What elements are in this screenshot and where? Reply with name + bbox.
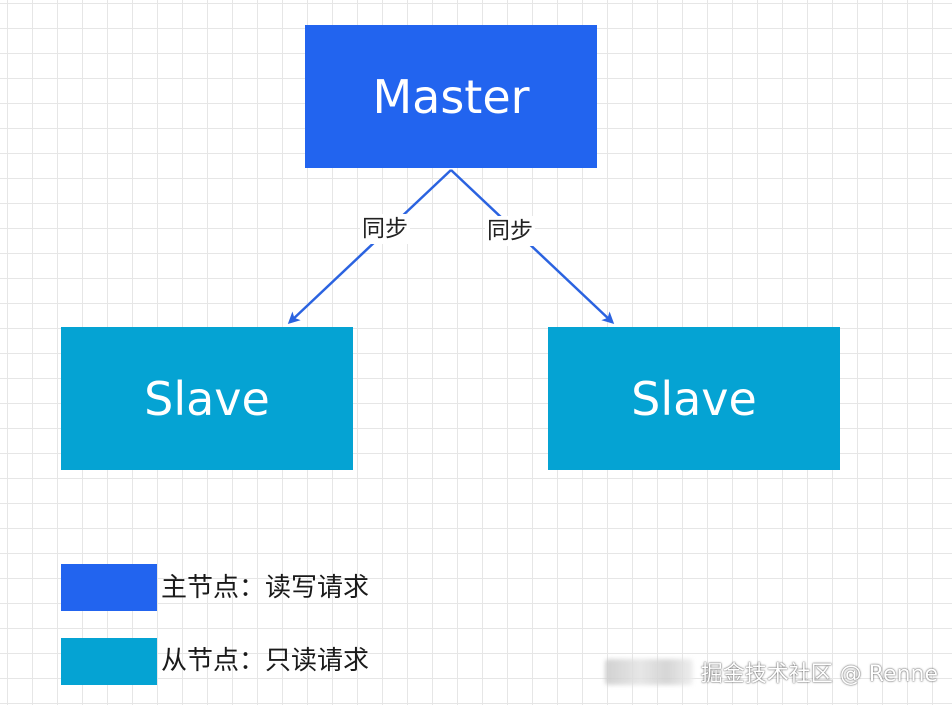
legend-label-slave: 从节点：只读请求 — [161, 646, 370, 676]
slave-node-right-label: Slave — [631, 371, 757, 426]
master-node-label: Master — [372, 69, 530, 124]
watermark: 掘金技术社区 @ Renne — [604, 656, 938, 688]
slave-node-right: Slave — [548, 327, 840, 470]
edge-label-left: 同步 — [360, 214, 410, 244]
legend-swatch-master — [61, 564, 157, 611]
legend-swatch-slave — [61, 638, 157, 685]
watermark-logo-icon — [604, 659, 693, 685]
master-node: Master — [305, 25, 597, 168]
legend-label-master: 主节点：读写请求 — [161, 573, 370, 603]
watermark-text: 掘金技术社区 @ Renne — [700, 662, 938, 687]
edge-master-to-slave-right — [450, 169, 615, 325]
edge-master-to-slave-left — [287, 169, 452, 325]
slave-node-left: Slave — [61, 327, 353, 470]
edge-label-right: 同步 — [485, 216, 535, 246]
slave-node-left-label: Slave — [144, 371, 270, 426]
